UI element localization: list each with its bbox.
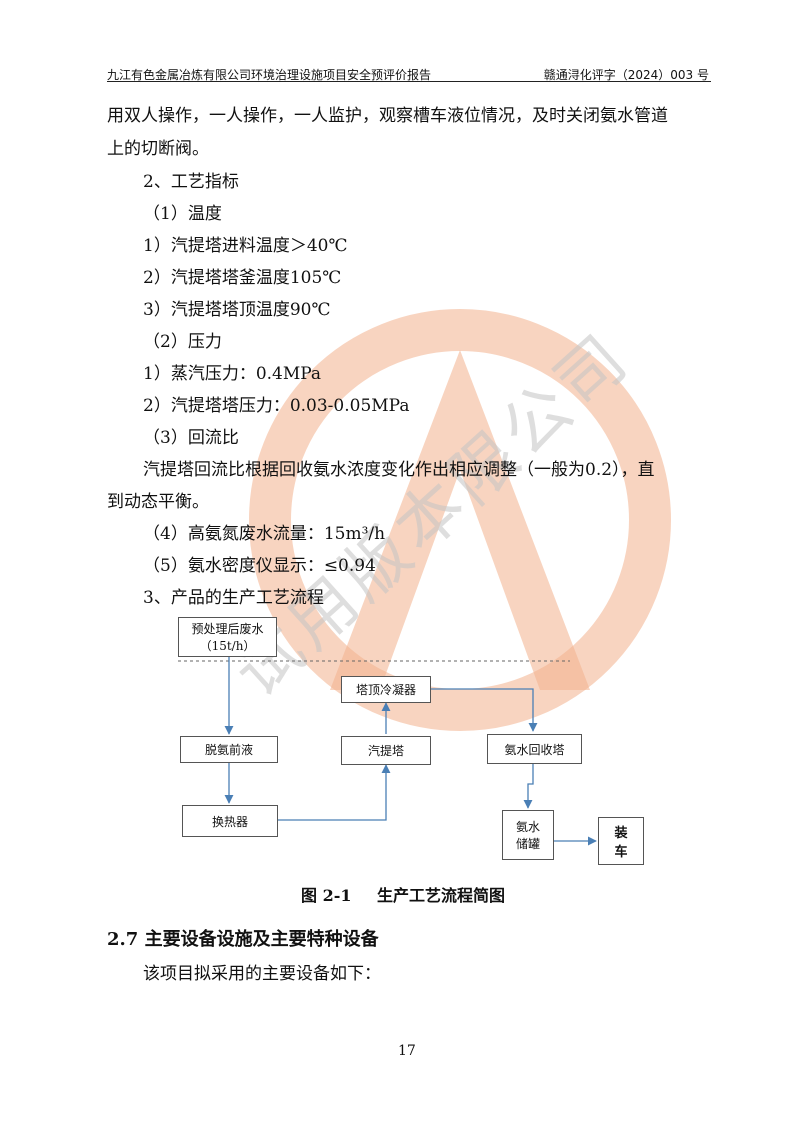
item-temp-1: 1）汽提塔进料温度＞40℃ [143, 236, 348, 256]
box-deammonia-liquid: 脱氨前液 [180, 736, 278, 763]
box-label: 塔顶冷凝器 [355, 683, 416, 697]
box-label: 储罐 [515, 837, 540, 851]
box-label: 氨水 [515, 820, 540, 834]
paragraph-line: 到动态平衡。 [107, 492, 209, 512]
heading-pressure: （2）压力 [143, 332, 222, 352]
box-ammonia-recovery-tower: 氨水回收塔 [487, 734, 582, 764]
page-number: 17 [398, 1043, 416, 1059]
arrow-recovery-to-storage [523, 763, 534, 809]
heading-product-flow: 3、产品的生产工艺流程 [143, 588, 324, 608]
header-rule [107, 81, 711, 82]
header-report-number: 赣通浔化评字（2024）003 号 [543, 68, 709, 82]
arrow-exchanger-to-stripper [277, 764, 391, 821]
box-tower-condenser: 塔顶冷凝器 [341, 676, 431, 703]
box-truck-loading: 装 车 [598, 817, 644, 865]
box-label: 车 [614, 845, 628, 860]
box-label: 预处理后废水 [191, 622, 264, 636]
heading-process-indicators: 2、工艺指标 [143, 172, 239, 192]
header-title: 九江有色金属冶炼有限公司环境治理设施项目安全预评价报告 [107, 68, 432, 82]
section-intro: 该项目拟采用的主要设备如下： [143, 964, 381, 984]
item-temp-2: 2）汽提塔塔釜温度105℃ [143, 268, 342, 288]
heading-reflux: （3）回流比 [143, 428, 239, 448]
paragraph-line: 汽提塔回流比根据回收氨水浓度变化作出相应调整（一般为0.2），直 [143, 460, 655, 480]
item-flow: （4）高氨氮废水流量：15m³/h [143, 524, 386, 544]
item-pressure-2: 2）汽提塔塔压力：0.03-0.05MPa [143, 396, 410, 416]
box-heat-exchanger: 换热器 [182, 805, 278, 837]
section-heading: 2.7 主要设备设施及主要特种设备 [107, 929, 379, 950]
box-label: 汽提塔 [367, 744, 404, 758]
box-label: 换热器 [211, 814, 248, 829]
box-pretreated-wastewater: 预处理后废水 （15t/h） [178, 617, 277, 657]
item-temp-3: 3）汽提塔塔顶温度90℃ [143, 300, 331, 320]
box-label: （15t/h） [199, 639, 256, 653]
figure-title: 生产工艺流程简图 [377, 886, 506, 905]
paragraph-line: 上的切断阀。 [107, 139, 209, 159]
box-label: 脱氨前液 [204, 743, 253, 757]
box-ammonia-storage-tank: 氨水 储罐 [502, 810, 554, 860]
box-label: 装 [614, 826, 628, 841]
figure-number: 图 2-1 [301, 886, 352, 905]
item-density: （5）氨水密度仪显示：≤0.94 [143, 556, 376, 576]
item-pressure-1: 1）蒸汽压力：0.4MPa [143, 364, 322, 384]
box-label: 氨水回收塔 [504, 742, 565, 757]
arrow-condenser-to-recovery [430, 688, 538, 732]
box-stripper: 汽提塔 [341, 736, 431, 765]
paragraph-line: 用双人操作，一人操作，一人监护，观察槽车液位情况，及时关闭氨水管道 [107, 106, 668, 126]
heading-temperature: （1）温度 [143, 204, 222, 224]
